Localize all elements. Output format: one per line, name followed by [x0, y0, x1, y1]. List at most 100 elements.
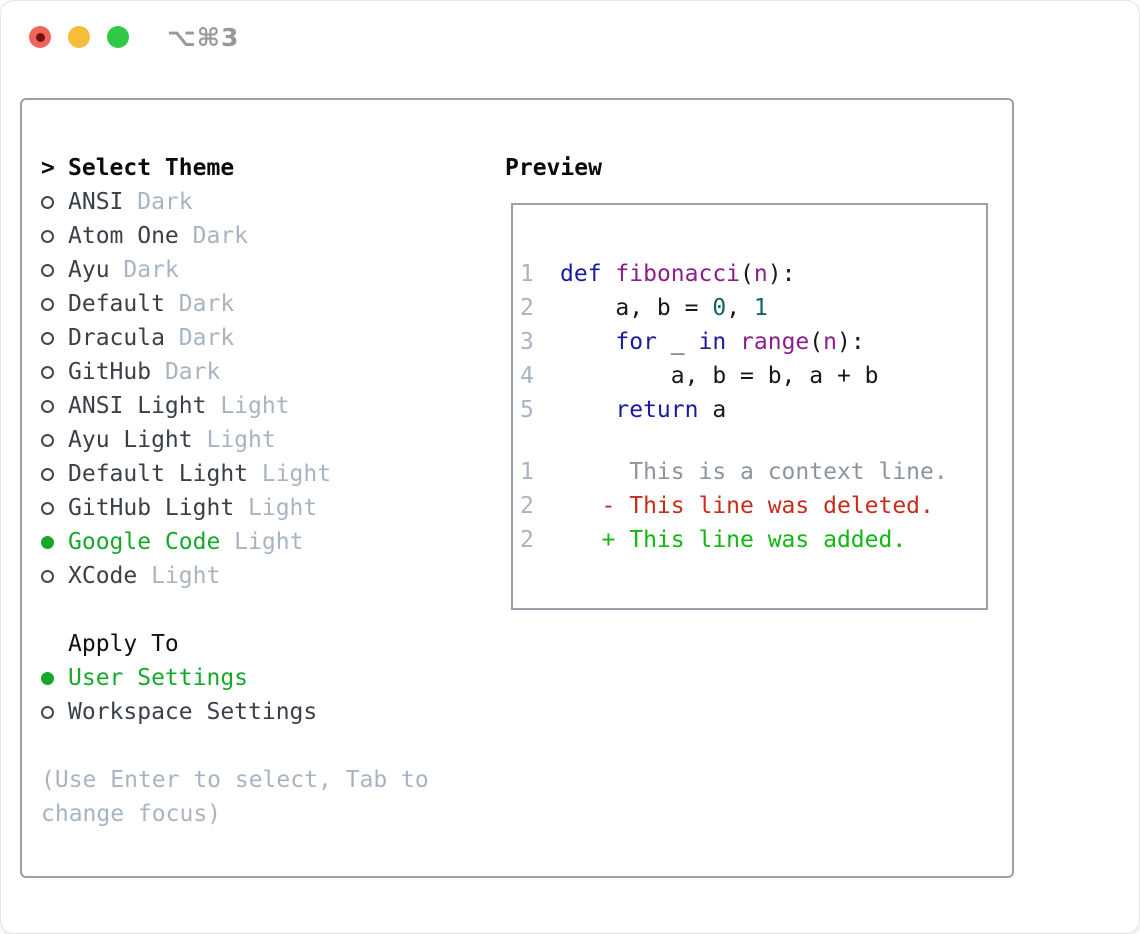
line-number: 2 — [520, 527, 534, 553]
theme-option[interactable]: ANSI Dark — [41, 185, 331, 219]
code-line-content: def fibonacci(n): — [560, 257, 795, 291]
diff-line-added: 2 + This line was added. — [520, 523, 982, 557]
option-variant-tag: Light — [137, 563, 221, 589]
option-variant-tag: Dark — [164, 325, 235, 351]
radio-icon — [41, 467, 54, 481]
option-name: Default Light — [68, 461, 249, 487]
minimize-button[interactable] — [68, 26, 90, 48]
theme-option[interactable]: Default Dark — [41, 287, 331, 321]
apply-to-option[interactable]: User Settings — [41, 661, 317, 695]
code-diff-gap — [520, 427, 982, 455]
traffic-lights — [29, 26, 129, 48]
line-number: 2 — [520, 295, 534, 321]
code-line-content: a, b = 0, 1 — [560, 291, 768, 325]
apply-to-option[interactable]: Workspace Settings — [41, 695, 317, 729]
code-token: in — [698, 329, 727, 355]
code-token: ): — [837, 329, 865, 355]
apply-to-header-row: Apply To — [41, 627, 317, 661]
option-name: ANSI Light — [68, 393, 207, 419]
code-token: _ — [656, 329, 699, 355]
apply-to-title: Apply To — [68, 631, 179, 657]
theme-option[interactable]: Ayu Dark — [41, 253, 331, 287]
theme-option[interactable]: Ayu Light Light — [41, 423, 331, 457]
code-token: def — [560, 261, 602, 287]
theme-option[interactable]: GitHub Dark — [41, 355, 331, 389]
theme-option[interactable]: XCode Light — [41, 559, 331, 593]
code-token — [560, 397, 615, 423]
code-line-content: return a — [560, 393, 726, 427]
code-line-content: a, b = b, a + b — [560, 359, 879, 393]
option-name: ANSI — [68, 189, 124, 215]
code-token: range — [740, 329, 810, 355]
radio-icon — [41, 229, 54, 243]
option-variant-tag: Light — [220, 529, 304, 555]
help-text-line: change focus) — [41, 801, 222, 827]
option-variant-tag: Light — [206, 393, 290, 419]
option-name: GitHub — [68, 359, 152, 385]
code-token: fibonacci — [615, 261, 741, 287]
code-token — [602, 261, 616, 287]
option-name: Dracula — [68, 325, 165, 351]
option-name: Ayu — [68, 257, 110, 283]
code-line-content: This is a context line. — [560, 459, 948, 485]
theme-option[interactable]: ANSI Light Light — [41, 389, 331, 423]
theme-option[interactable]: Atom One Dark — [41, 219, 331, 253]
code-token — [726, 329, 740, 355]
code-token: ( — [809, 329, 824, 355]
option-variant-tag: Dark — [178, 223, 249, 249]
code-line: 2 a, b = 0, 1 — [520, 291, 982, 325]
code-line-content: + This line was added. — [560, 527, 907, 553]
option-name: Ayu Light — [68, 427, 193, 453]
radio-icon — [41, 705, 54, 719]
code-token: ( — [740, 261, 754, 287]
theme-list-title: Select Theme — [68, 155, 235, 181]
option-variant-tag: Light — [248, 461, 332, 487]
option-variant-tag: Dark — [123, 189, 193, 215]
option-name: GitHub Light — [68, 495, 235, 521]
cursor-indicator: > — [41, 155, 55, 181]
code-token: n — [753, 261, 768, 287]
help-text: (Use Enter to select, Tab to change focu… — [41, 763, 429, 831]
radio-icon — [41, 569, 54, 583]
code-line: 4 a, b = b, a + b — [520, 359, 982, 393]
code-line: 3 for _ in range(n): — [520, 325, 982, 359]
code-token: , — [726, 295, 754, 321]
close-button[interactable] — [29, 26, 51, 48]
theme-picker-panel: > Select Theme ANSI Dark Atom One Dark A… — [20, 98, 1014, 878]
close-dot-icon — [35, 32, 45, 42]
radio-icon — [41, 501, 54, 515]
radio-icon — [41, 433, 54, 447]
code-token: 1 — [753, 295, 768, 321]
zoom-button[interactable] — [107, 26, 129, 48]
option-name: Atom One — [68, 223, 179, 249]
help-text-line: (Use Enter to select, Tab to — [41, 767, 429, 793]
line-number: 3 — [520, 329, 534, 355]
theme-option[interactable]: Google Code Light — [41, 525, 331, 559]
code-token — [560, 329, 615, 355]
select-theme-header: > Select Theme — [41, 151, 331, 185]
apply-to-group: Apply To User Settings Workspace Setting… — [41, 627, 317, 729]
radio-icon — [41, 535, 54, 549]
apply-to-options: User Settings Workspace Settings — [41, 661, 317, 729]
radio-icon — [41, 331, 54, 345]
code-line-content: for _ in range(n): — [560, 325, 865, 359]
radio-icon — [41, 399, 54, 413]
code-token: a, b = — [560, 295, 713, 321]
theme-option[interactable]: Dracula Dark — [41, 321, 331, 355]
option-variant-tag: Light — [192, 427, 276, 453]
option-name: XCode — [68, 563, 138, 589]
option-variant-tag: Light — [234, 495, 318, 521]
theme-option[interactable]: Default Light Light — [41, 457, 331, 491]
code-sample: 1 def fibonacci(n): 2 a, b = 0, 1 3 for … — [520, 257, 982, 427]
theme-options: ANSI Dark Atom One Dark Ayu Dark Default… — [41, 185, 331, 593]
line-number: 2 — [520, 493, 534, 519]
diff-line-context: 1 This is a context line. — [520, 455, 982, 489]
code-token: ): — [767, 261, 796, 287]
option-variant-tag: Dark — [151, 359, 221, 385]
theme-option[interactable]: GitHub Light Light — [41, 491, 331, 525]
option-name: User Settings — [68, 665, 249, 691]
code-token: a — [698, 397, 727, 423]
code-token: 0 — [712, 295, 727, 321]
option-name: Google Code — [68, 529, 221, 555]
